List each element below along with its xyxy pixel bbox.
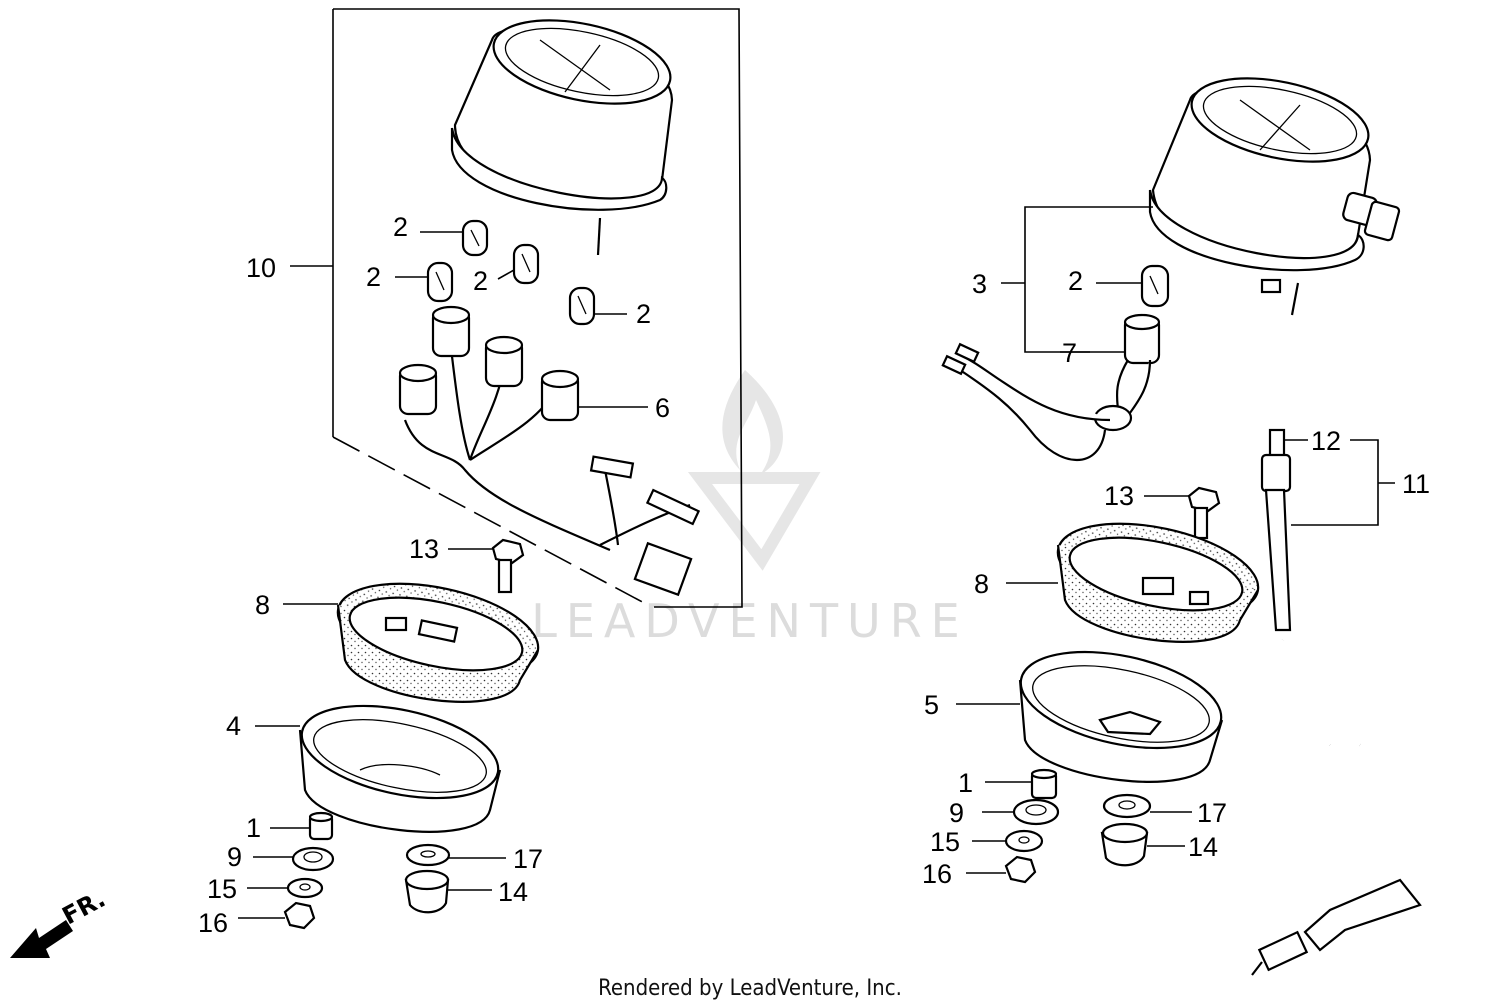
bulb-icon <box>568 286 596 326</box>
callout-8: 8 <box>974 569 989 599</box>
grommet <box>1012 798 1060 826</box>
callout-7: 7 <box>1062 338 1077 368</box>
speedometer-assembly-frame <box>290 8 743 608</box>
callout-2: 2 <box>393 212 408 242</box>
bulb-socket <box>540 369 580 422</box>
callout-9: 9 <box>949 798 964 828</box>
callouts-right: 3 2 7 12 11 13 8 5 1 9 15 16 17 14 <box>922 266 1430 889</box>
watermark: LEADVENTURE <box>531 370 969 648</box>
watermark-logo-icon <box>687 370 821 571</box>
bolt-icon <box>1187 486 1221 540</box>
hardware-left <box>283 811 451 930</box>
callout-2: 2 <box>366 262 381 292</box>
callout-17: 17 <box>513 844 543 874</box>
bulb-socket <box>431 305 471 358</box>
meter-housing <box>336 582 540 703</box>
callout-11: 11 <box>1402 469 1430 499</box>
callout-2: 2 <box>473 266 488 296</box>
callout-9: 9 <box>227 842 242 872</box>
callout-4: 4 <box>226 711 241 741</box>
wire-harness <box>398 305 701 597</box>
callout-13: 13 <box>1104 481 1134 511</box>
callout-3: 3 <box>972 269 987 299</box>
bulb-socket <box>484 335 524 388</box>
front-direction-marker: FR. <box>10 885 110 958</box>
callout-14: 14 <box>498 877 528 907</box>
arrow-icon <box>10 920 73 958</box>
bulb-group-left <box>426 219 596 326</box>
washer-large <box>405 843 451 867</box>
bulb-icon <box>461 219 489 257</box>
callout-2: 2 <box>636 299 651 329</box>
washer <box>286 877 324 899</box>
rendered-by-footer: Rendered by LeadVenture, Inc. <box>598 976 902 1001</box>
washer-large <box>1102 793 1152 819</box>
callouts-left: 10 2 2 2 2 6 13 8 4 1 9 15 16 17 14 <box>198 212 670 938</box>
watermark-text: LEADVENTURE <box>531 594 969 648</box>
callout-6: 6 <box>655 393 670 423</box>
hardware-right <box>1004 768 1152 884</box>
bulb-icon <box>1140 264 1170 308</box>
left-meter-head <box>450 19 674 256</box>
callout-1: 1 <box>958 768 973 798</box>
meter-housing <box>1056 522 1260 643</box>
meter-lower-case <box>298 704 502 833</box>
bracket-3 <box>1001 206 1153 353</box>
callout-14: 14 <box>1188 832 1218 862</box>
speedometer-cable <box>1251 428 1480 976</box>
callout-16: 16 <box>922 859 952 889</box>
cap-nut-icon <box>404 869 450 914</box>
callout-1: 1 <box>246 813 261 843</box>
callout-17: 17 <box>1197 798 1227 828</box>
socket-wire <box>941 313 1161 462</box>
nut-icon <box>1004 855 1037 884</box>
callout-2: 2 <box>1068 266 1083 296</box>
bulb-icon <box>512 243 540 285</box>
callout-10: 10 <box>246 253 276 283</box>
bulb-icon <box>426 261 454 303</box>
connector-pins <box>589 455 701 526</box>
nut-icon <box>283 901 316 930</box>
callout-15: 15 <box>930 827 960 857</box>
callout-13: 13 <box>409 534 439 564</box>
callout-5: 5 <box>924 690 939 720</box>
spacer-collar <box>308 811 334 841</box>
callout-16: 16 <box>198 908 228 938</box>
washer <box>1004 829 1044 853</box>
cap-nut-icon <box>1100 822 1149 867</box>
callout-15: 15 <box>207 874 237 904</box>
connector-plug <box>633 541 693 597</box>
callout-12: 12 <box>1311 426 1341 456</box>
bulb-socket <box>398 363 438 416</box>
spacer-collar <box>1030 768 1058 800</box>
cable-fitting <box>1342 191 1401 242</box>
right-meter-head <box>1148 77 1401 316</box>
meter-lower-case <box>1018 650 1224 783</box>
bolt-icon <box>491 538 525 594</box>
bracket-11 <box>1284 439 1395 526</box>
leader-lines-right <box>956 351 1192 874</box>
grommet <box>291 846 335 872</box>
callout-8: 8 <box>255 590 270 620</box>
leader-lines-left <box>238 231 648 919</box>
